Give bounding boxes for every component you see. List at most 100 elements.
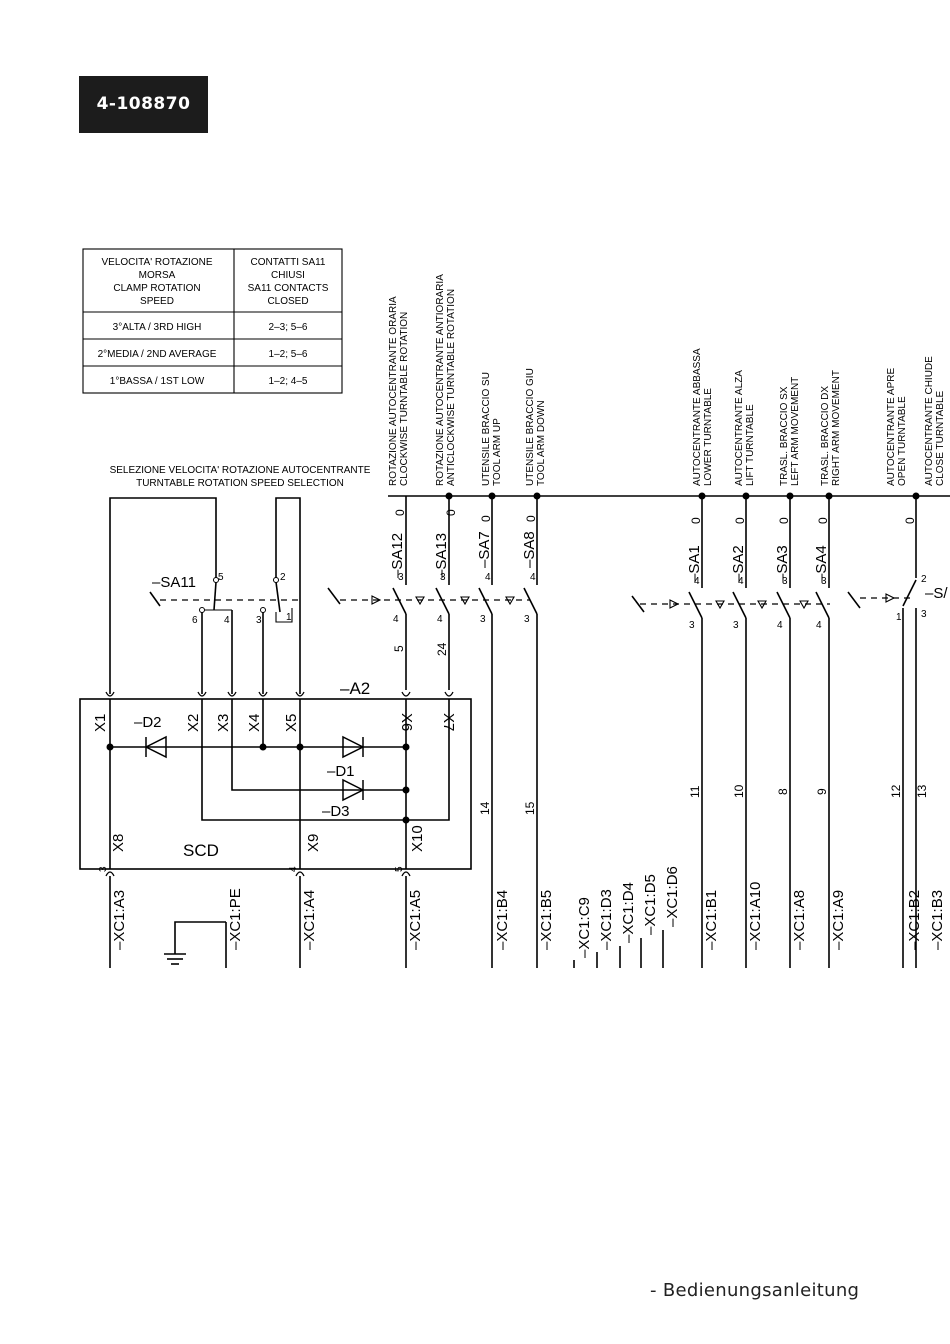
- wire-number: 12: [889, 784, 903, 798]
- table-cell: 2°MEDIA / 2ND AVERAGE: [98, 349, 217, 360]
- diode-label: –D2: [134, 714, 162, 731]
- terminal-label: –XC1:B4: [494, 890, 511, 950]
- column-label: AUTOCENTRANTE ABBASSA: [692, 348, 703, 486]
- terminal-label: –XC1:C9: [576, 897, 593, 958]
- contact-number: 4: [738, 576, 744, 587]
- contact-number: 3: [480, 614, 486, 625]
- column-label: AUTOCENTRANTE APRE: [886, 368, 897, 486]
- column-label: TRASL. BRACCIO DX: [820, 386, 831, 486]
- wire-number: 8: [776, 788, 790, 795]
- switch-label-sa4: –SA4: [813, 545, 830, 582]
- pin-label: X3: [215, 714, 232, 732]
- table-cell: 2–3; 5–6: [269, 322, 308, 333]
- terminal-label: –XC1:B2: [906, 890, 923, 950]
- wire-number: 0: [393, 509, 407, 516]
- contact-number: 3: [398, 572, 404, 583]
- table-header-cell: VELOCITA' ROTAZIONE: [102, 257, 213, 268]
- switch-label-sa8: –SA8: [521, 531, 538, 568]
- pin-label: X8: [110, 834, 127, 852]
- wire-number: 0: [479, 515, 493, 522]
- module-a2: –A2 SCD: [79, 679, 472, 877]
- table-header-cell: MORSA: [139, 270, 176, 281]
- contact-number: 3: [733, 620, 739, 631]
- wire-number: 0: [903, 517, 917, 524]
- wire-number: 14: [478, 801, 492, 815]
- column-label: RIGHT ARM MOVEMENT: [831, 370, 842, 486]
- column-label: CLOSE TURNTABLE: [935, 390, 946, 486]
- terminal-labels: –XC1:A3 –XC1:PE –XC1:A4 –XC1:A5 –XC1:B4 …: [111, 866, 946, 958]
- column-label: CLOCKWISE TURNTABLE ROTATION: [399, 312, 410, 486]
- column-label: ROTAZIONE AUTOCENTRANTE ORARIA: [388, 296, 399, 486]
- contact-number: 1: [286, 612, 292, 623]
- contact-number: 4: [224, 615, 230, 626]
- pin-label: X9: [305, 834, 322, 852]
- column-labels: ROTAZIONE AUTOCENTRANTE ORARIA CLOCKWISE…: [388, 274, 946, 486]
- switch-label-sa12: –SA12: [389, 533, 406, 578]
- table-cell: 1–2; 4–5: [269, 376, 308, 387]
- contact-number: 3: [782, 576, 788, 587]
- terminal-label: –XC1:D4: [620, 882, 637, 943]
- switch-label-s: –S/: [925, 585, 948, 602]
- switch-column-wires: [392, 496, 917, 968]
- table-header-cell: CLAMP ROTATION: [113, 283, 200, 294]
- footer-text: - Bedienungsanleitung: [650, 1280, 860, 1301]
- wire-number: 0: [689, 517, 703, 524]
- diode-label: –D1: [327, 763, 355, 780]
- terminal-label: –XC1:B3: [929, 890, 946, 950]
- contact-number: 4: [694, 576, 700, 587]
- contact-number: 6: [192, 615, 198, 626]
- column-label: OPEN TURNTABLE: [897, 396, 908, 486]
- column-label: UTENSILE BRACCIO GIU: [525, 368, 536, 486]
- table-cell: 3°ALTA / 3RD HIGH: [113, 322, 202, 333]
- terminal-label: –XC1:D6: [664, 866, 681, 927]
- table-cell: 1°BASSA / 1ST LOW: [110, 376, 205, 387]
- switch-label-sa7: –SA7: [476, 531, 493, 568]
- wire-number: 15: [523, 801, 537, 815]
- pin-label: X1: [92, 714, 109, 732]
- contact-number: 3: [524, 614, 530, 625]
- column-label: LEFT ARM MOVEMENT: [790, 377, 801, 486]
- wire-number: 0: [816, 517, 830, 524]
- contact-number: 2: [921, 574, 927, 585]
- column-label: ANTICLOCKWISE TURNTABLE ROTATION: [446, 289, 457, 486]
- pin-label: X5: [283, 714, 300, 732]
- speed-table: VELOCITA' ROTAZIONE MORSA CLAMP ROTATION…: [82, 248, 343, 394]
- table-header-cell: CHIUSI: [271, 270, 305, 281]
- column-label: AUTOCENTRANTE CHIUDE: [924, 356, 935, 486]
- contact-number: 3: [921, 609, 927, 620]
- terminal-wires: [109, 876, 664, 968]
- diode-d1-symbol: [342, 735, 365, 759]
- switch-label-sa3: –SA3: [774, 545, 791, 582]
- column-label: ROTAZIONE AUTOCENTRANTE ANTIORARIA: [435, 274, 446, 486]
- switch-label-sa2: –SA2: [730, 545, 747, 582]
- column-label: LOWER TURNTABLE: [703, 388, 714, 486]
- diode-d2-symbol: [144, 735, 167, 759]
- column-label: UTENSILE BRACCIO SU: [481, 372, 492, 486]
- pin-label: X2: [185, 714, 202, 732]
- terminal-label: –XC1:A10: [747, 882, 764, 950]
- speed-selection-label: TURNTABLE ROTATION SPEED SELECTION: [136, 478, 344, 489]
- sa11-selector: 5 2 6 4 3 1: [109, 497, 301, 694]
- contact-number: 3: [256, 615, 262, 626]
- wire-number: 0: [444, 509, 458, 516]
- terminal-label: –XC1:A9: [830, 890, 847, 950]
- contact-number: 4: [530, 572, 536, 583]
- wire-number: 0: [777, 517, 791, 524]
- table-cell: 1–2; 5–6: [269, 349, 308, 360]
- module-label: SCD: [183, 841, 219, 860]
- column-label: TRASL. BRACCIO SX: [779, 386, 790, 486]
- terminal-label: –XC1:A4: [301, 890, 318, 950]
- terminal-label: –XC1:A5: [407, 890, 424, 950]
- switch-label-sa11: –SA11: [152, 574, 196, 591]
- document-code-badge: 4-108870: [79, 76, 208, 133]
- switch-label-sa13: –SA13: [433, 533, 450, 578]
- wire-number: 11: [688, 785, 702, 798]
- contact-number: 5: [218, 572, 224, 583]
- column-label: AUTOCENTRANTE ALZA: [734, 370, 745, 486]
- wire-number: 10: [732, 784, 746, 798]
- contact-number: 4: [437, 614, 443, 625]
- diode-d3-symbol: [342, 778, 365, 802]
- table-header-cell: SPEED: [140, 296, 174, 307]
- contact-number: 1: [896, 612, 902, 623]
- table-header-cell: CONTATTI SA11: [250, 257, 325, 268]
